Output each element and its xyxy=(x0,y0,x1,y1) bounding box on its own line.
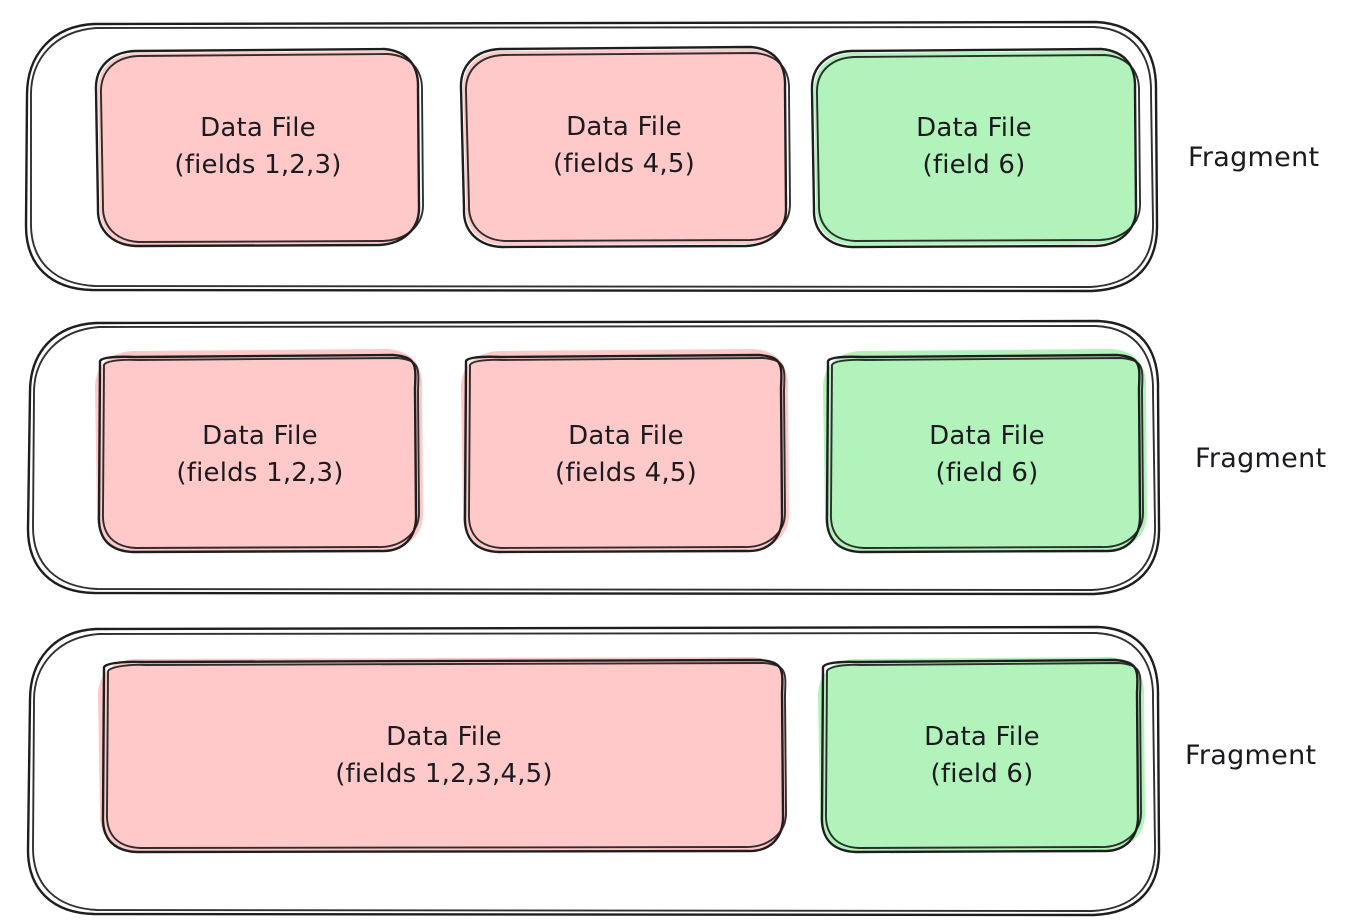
data-file-box-2-3[interactable]: Data File (field 6) xyxy=(825,357,1149,553)
data-file-subtitle: (fields 1,2,3) xyxy=(176,458,344,488)
data-file-box-2-2[interactable]: Data File (fields 4,5) xyxy=(463,357,789,553)
data-file-title: Data File xyxy=(929,421,1045,451)
data-file-subtitle: (fields 4,5) xyxy=(553,149,695,179)
data-file-box-3-2[interactable]: Data File (field 6) xyxy=(820,659,1144,853)
data-file-box-1-3[interactable]: Data File (field 6) xyxy=(812,49,1136,245)
data-file-box-2-1[interactable]: Data File (fields 1,2,3) xyxy=(97,357,423,553)
fragment-label-1: Fragment xyxy=(1188,142,1320,173)
data-file-title: Data File xyxy=(386,722,502,752)
data-file-subtitle: (field 6) xyxy=(922,150,1026,180)
fragment-row-1: Data File (fields 1,2,3) Data File (fiel… xyxy=(26,22,1158,291)
data-file-title: Data File xyxy=(202,421,318,451)
data-file-box-1-2[interactable]: Data File (fields 4,5) xyxy=(461,47,787,245)
data-file-subtitle: (field 6) xyxy=(935,458,1039,488)
data-file-title: Data File xyxy=(566,112,682,142)
data-file-box-1-1[interactable]: Data File (fields 1,2,3) xyxy=(96,49,420,245)
data-file-subtitle: (field 6) xyxy=(930,759,1034,789)
data-file-title: Data File xyxy=(568,421,684,451)
fragment-row-2: Data File (fields 1,2,3) Data File (fiel… xyxy=(28,321,1160,594)
data-file-box-3-1[interactable]: Data File (fields 1,2,3,4,5) xyxy=(100,659,788,853)
data-file-title: Data File xyxy=(916,113,1032,143)
fragment-label-2: Fragment xyxy=(1195,443,1327,474)
fragment-row-3: Data File (fields 1,2,3,4,5) Data File (… xyxy=(28,627,1160,915)
data-file-subtitle: (fields 4,5) xyxy=(555,458,697,488)
data-file-title: Data File xyxy=(924,722,1040,752)
data-file-title: Data File xyxy=(200,113,316,143)
data-file-subtitle: (fields 1,2,3) xyxy=(174,150,342,180)
fragment-label-3: Fragment xyxy=(1185,740,1317,771)
data-file-subtitle: (fields 1,2,3,4,5) xyxy=(335,759,553,789)
